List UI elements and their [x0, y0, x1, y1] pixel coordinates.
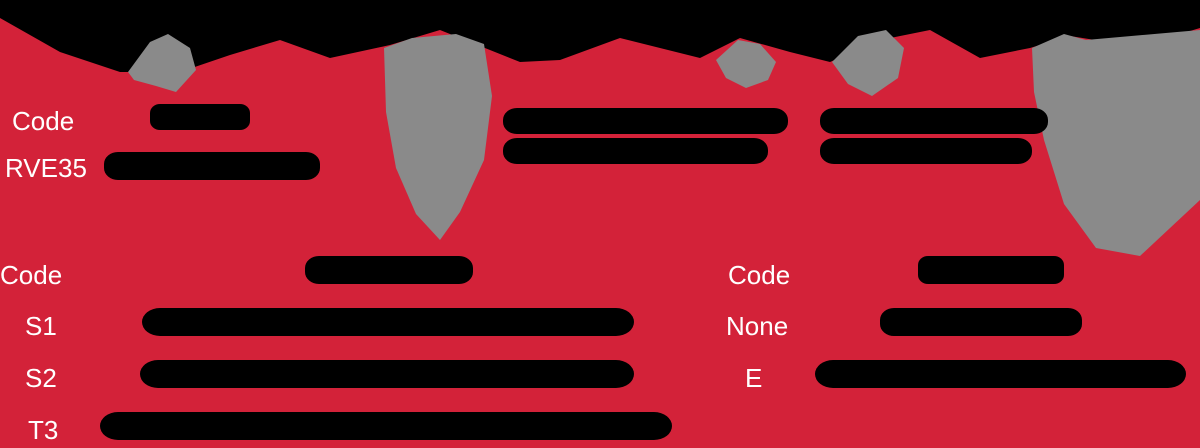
redaction-block [918, 256, 1064, 284]
redaction-block [100, 412, 672, 440]
redaction-block [140, 360, 634, 388]
field-label-s1: S1 [25, 311, 57, 341]
redaction-block [503, 138, 768, 164]
field-label-e: E [745, 363, 763, 393]
field-label-t3: T3 [28, 415, 59, 445]
gray-peak-mid-right [716, 40, 776, 88]
redaction-block [820, 138, 1032, 164]
gray-peak-large-right [1032, 30, 1200, 256]
redaction-block [503, 108, 788, 134]
field-label-none: None [726, 311, 789, 341]
field-label-rve35: RVE35 [5, 153, 87, 183]
redaction-block [150, 104, 250, 130]
field-label-code: Code [0, 260, 63, 290]
gray-peak-large-mid [384, 34, 492, 240]
redaction-block [142, 308, 634, 336]
gray-peak-right-a [832, 30, 904, 96]
redaction-block [815, 360, 1186, 388]
field-label-code: Code [728, 260, 791, 290]
field-label-s2: S2 [25, 363, 57, 393]
gray-peak-group [128, 30, 1200, 256]
redaction-block [104, 152, 320, 180]
redaction-block [820, 108, 1048, 134]
gray-peak-small-left [128, 34, 196, 92]
field-label-code: Code [12, 106, 75, 136]
redaction-block [880, 308, 1082, 336]
redaction-block [305, 256, 473, 284]
